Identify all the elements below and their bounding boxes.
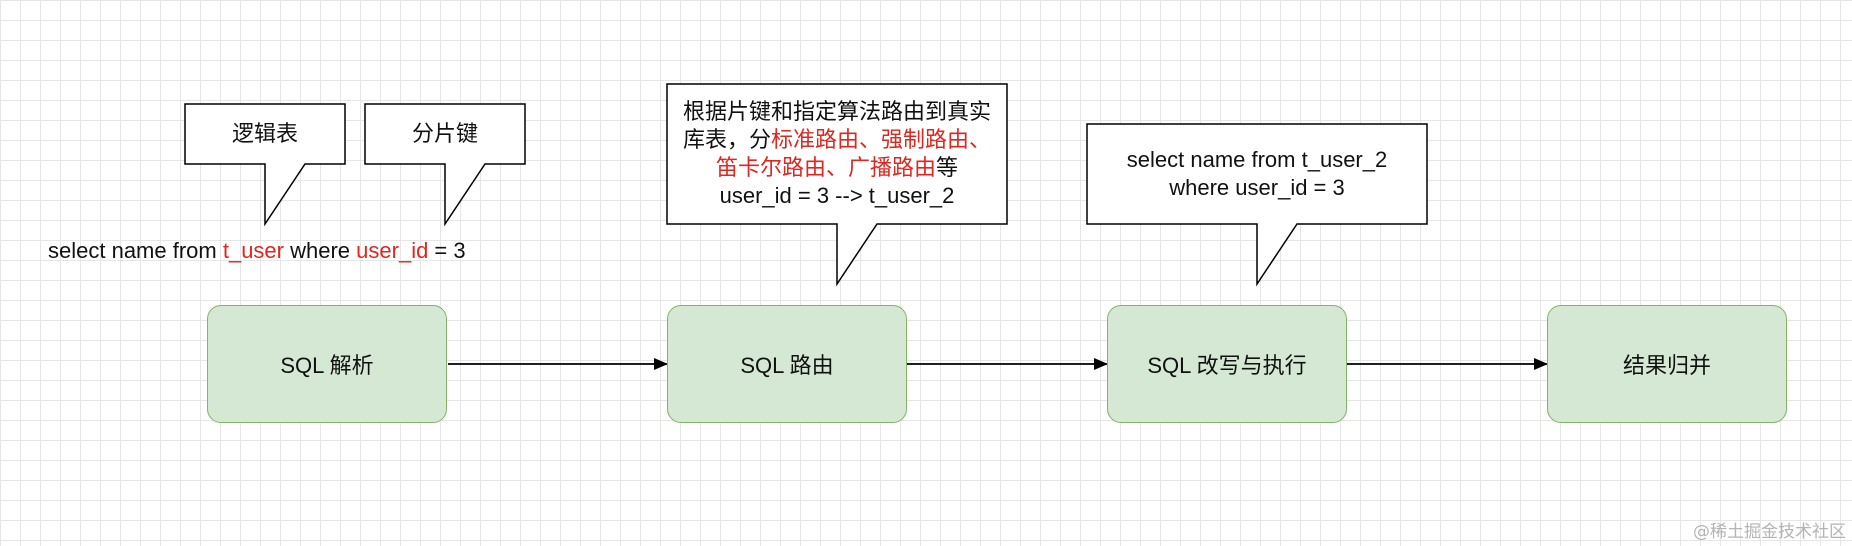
step-result-merge-label: 结果归并 [1622,353,1711,378]
routing-note-line-2: 库表，分标准路由、强制路由、 [682,127,992,152]
routing-note-line-4: user_id = 3 --> t_user_2 [719,183,955,208]
step-sql-parse: SQL 解析 [207,305,447,423]
rewrite-note-line-1: select name from t_user_2 [1126,147,1388,172]
step-result-merge: 结果归并 [1547,305,1787,423]
sql-logical-table: t_user [222,238,284,263]
callout-routing-note: 根据片键和指定算法路由到真实 库表，分标准路由、强制路由、 笛卡尔路由、广播路由… [667,88,1007,220]
callout-rewrite-note: select name from t_user_2 where user_id … [1087,132,1427,216]
step-sql-route-label: SQL 路由 [740,353,834,378]
step-sql-route: SQL 路由 [667,305,907,423]
routing-note-line-3: 笛卡尔路由、广播路由等 [715,155,959,180]
sql-shard-key: user_id [356,238,429,263]
watermark: @稀土掘金技术社区 [1693,522,1846,542]
step-sql-parse-label: SQL 解析 [280,353,374,378]
callout-shard-key-shape [364,103,526,227]
callout-logical-table-label: 逻辑表 [231,121,298,146]
rewrite-note-line-2: where user_id = 3 [1169,175,1345,200]
callout-rewrite-shape [1086,123,1428,287]
callout-shard-key-label: 分片键 [411,121,478,146]
callout-shard-key: 分片键 [365,104,525,164]
step-sql-rewrite-execute: SQL 改写与执行 [1107,305,1347,423]
step-sql-rewrite-execute-label: SQL 改写与执行 [1147,353,1307,378]
callout-routing-shape [666,83,1008,287]
example-sql: select name from t_user where user_id = … [48,238,466,263]
callout-logical-table-shape [184,103,346,227]
routing-note-line-1: 根据片键和指定算法路由到真实 [682,99,991,124]
callout-logical-table: 逻辑表 [185,104,345,164]
